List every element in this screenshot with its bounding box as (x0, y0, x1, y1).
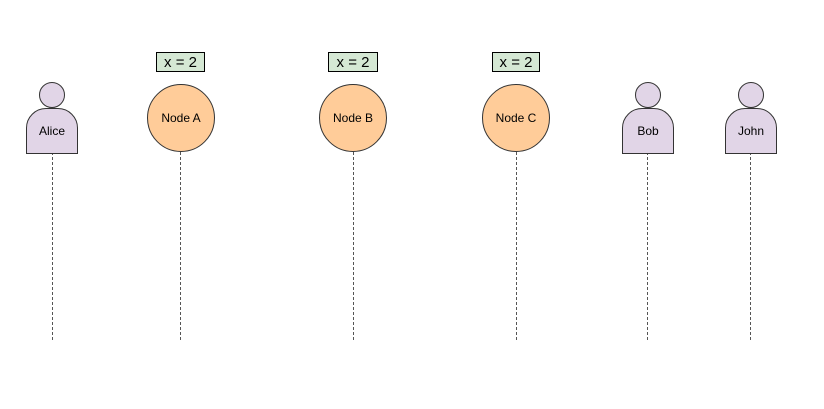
lifeline-node-b (353, 152, 354, 340)
lifeline-alice (52, 152, 53, 340)
lifeline-node-a (180, 152, 181, 340)
actor-head (635, 82, 661, 108)
node-b[interactable]: Node B (319, 84, 387, 152)
node-a-state-label: x = 2 (156, 52, 205, 72)
node-a[interactable]: Node A (147, 84, 215, 152)
node-b-state-label: x = 2 (328, 52, 378, 72)
actor-alice[interactable]: Alice (26, 82, 78, 154)
lifeline-john (750, 152, 751, 340)
actor-john[interactable]: John (725, 82, 777, 154)
node-c-state-label: x = 2 (492, 52, 540, 72)
actor-head (39, 82, 65, 108)
actor-bob-label: Bob (622, 108, 674, 154)
actor-alice-label: Alice (26, 108, 78, 154)
actor-john-label: John (725, 108, 777, 154)
node-c[interactable]: Node C (482, 84, 550, 152)
actor-head (738, 82, 764, 108)
lifeline-bob (647, 152, 648, 340)
lifeline-node-c (516, 152, 517, 340)
actor-bob[interactable]: Bob (622, 82, 674, 154)
